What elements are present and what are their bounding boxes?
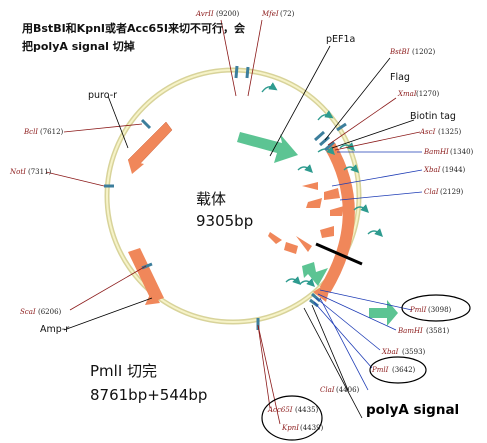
svg-text:XbaI: XbaI [381, 348, 399, 356]
svg-text:XbaI: XbaI [423, 166, 441, 174]
small-feature-5 [268, 232, 282, 244]
insert-arc-head [313, 280, 332, 302]
pef1a-label: pEF1a [326, 34, 355, 45]
site-asci: AscI (1325) [419, 128, 462, 136]
svg-text:(3593): (3593) [402, 348, 426, 356]
pef1a-arrow [237, 132, 298, 163]
svg-text:(3642): (3642) [392, 366, 416, 374]
insert-arc [319, 142, 355, 294]
svg-text:ClaI: ClaI [320, 386, 335, 394]
svg-text:ScaI: ScaI [20, 308, 36, 316]
site-kpni-4439: KpnI (4439) [281, 424, 324, 432]
site-pmli-3098: PmlI (3098) [409, 306, 452, 314]
small-feature-1 [302, 182, 318, 190]
hand-drawn-circles [261, 294, 471, 441]
svg-text:(1270): (1270) [416, 90, 440, 98]
svg-text:(1944): (1944) [442, 166, 466, 174]
vector-size: 9305bp [196, 212, 254, 230]
small-feature-4 [330, 206, 344, 216]
site-bstbi: BstBI (1202) [389, 48, 436, 56]
digest-result: 8761bp+544bp [90, 386, 208, 404]
svg-text:(4406): (4406) [336, 386, 360, 394]
biotin-tag-label: Biotin tag [410, 111, 456, 122]
annotation-line-1: 用BstBI和KpnI或者Acc65I来切不可行，会 [22, 22, 245, 35]
small-green-arrow [302, 262, 328, 286]
direction-arrows [261, 82, 383, 287]
svg-text:AscI: AscI [419, 128, 436, 136]
annotation-line-2: 把polyA signal 切掉 [22, 40, 135, 53]
svg-text:KpnI: KpnI [281, 424, 299, 432]
small-feature-6 [284, 242, 298, 254]
site-bamhi-1340: BamHI (1340) [423, 148, 474, 156]
site-mfei: MfeI (72) [261, 10, 295, 18]
amp-r-arrow [128, 248, 164, 302]
svg-text:PmlI: PmlI [409, 306, 427, 314]
svg-text:AvrII: AvrII [195, 10, 214, 18]
svg-text:BclI: BclI [23, 128, 38, 136]
site-xbai-3593: XbaI (3593) [381, 348, 426, 356]
vector-name: 载体 [196, 190, 227, 208]
small-feature-7 [296, 236, 312, 252]
svg-text:(9200): (9200) [216, 10, 240, 18]
svg-text:MfeI: MfeI [261, 10, 279, 18]
digest-title: PmlI 切完 [90, 362, 158, 380]
circle-acc65i-kpni [261, 395, 323, 441]
svg-text:(6206): (6206) [38, 308, 62, 316]
circle-pmli-3098 [401, 294, 471, 322]
svg-text:(2129): (2129) [440, 188, 464, 196]
site-clai-2129: ClaI (2129) [424, 188, 464, 196]
site-xmai: XmaI (1270) [397, 90, 440, 98]
svg-text:ClaI: ClaI [424, 188, 439, 196]
flag-label: Flag [390, 72, 410, 83]
leader-lines [45, 19, 423, 425]
svg-text:(7311): (7311) [28, 168, 52, 176]
site-noti-7311: NotI (7311) [9, 168, 52, 176]
amp-r-label: Amp-r [40, 324, 69, 335]
svg-text:(3098): (3098) [428, 306, 452, 314]
svg-text:Acc65I: Acc65I [267, 406, 293, 414]
site-xbai-1944: XbaI (1944) [423, 166, 466, 174]
svg-text:NotI: NotI [9, 168, 26, 176]
svg-text:(3581): (3581) [426, 327, 450, 335]
svg-text:(4439): (4439) [300, 424, 324, 432]
site-avrii: AvrII (9200) [195, 10, 240, 18]
puro-r-label: puro-r [88, 90, 117, 101]
site-bamhi-3581: BamHI (3581) [397, 327, 450, 335]
svg-text:(4435): (4435) [295, 406, 319, 414]
svg-text:(1340): (1340) [450, 148, 474, 156]
pmli-cut-mark [315, 242, 363, 266]
svg-text:(1202): (1202) [412, 48, 436, 56]
site-acc65i-4435: Acc65I (4435) [267, 406, 319, 414]
svg-text:(1325): (1325) [438, 128, 462, 136]
circle-pmli-3642 [369, 356, 427, 384]
svg-text:(72): (72) [280, 10, 295, 18]
svg-text:BamHI: BamHI [397, 327, 423, 335]
polya-signal-label: polyA signal [366, 402, 459, 418]
puro-r-arrow [127, 121, 173, 169]
site-scai-6206: ScaI (6206) [20, 308, 62, 316]
small-feature-3 [306, 198, 322, 208]
site-bcli-7612: BclI (7612) [23, 128, 64, 136]
small-feature-2 [324, 188, 340, 200]
svg-text:PmlI: PmlI [371, 366, 389, 374]
svg-text:BamHI: BamHI [423, 148, 449, 156]
svg-text:XmaI: XmaI [397, 90, 417, 98]
svg-text:BstBI: BstBI [389, 48, 410, 56]
small-feature-8 [320, 226, 334, 238]
polya-arrow [369, 300, 398, 326]
site-clai-4406: ClaI (4406) [320, 386, 360, 394]
site-pmli-3642: PmlI (3642) [371, 366, 416, 374]
svg-text:(7612): (7612) [40, 128, 64, 136]
